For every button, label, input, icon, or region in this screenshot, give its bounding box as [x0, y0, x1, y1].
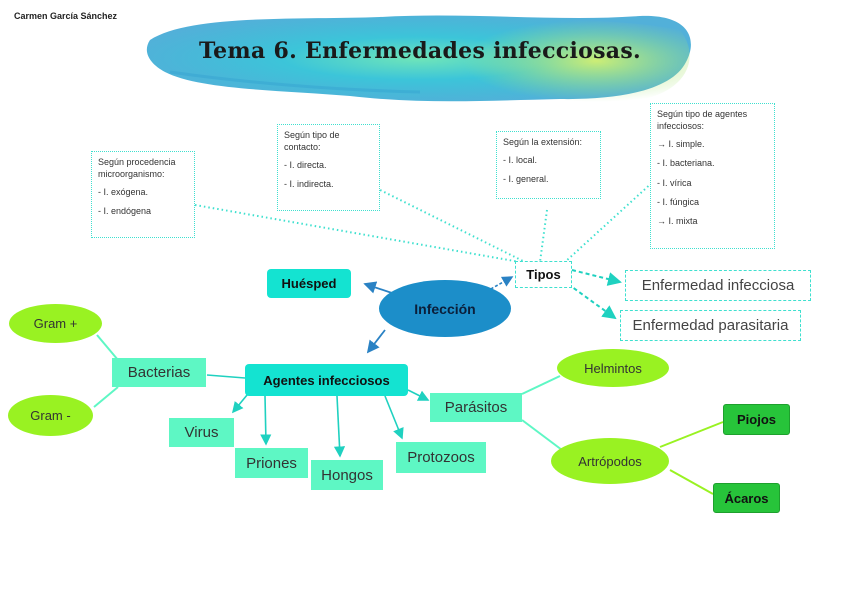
author-name: Carmen García Sánchez	[14, 11, 118, 21]
node-tipos: Tipos	[515, 261, 572, 288]
note-extension-item: - I. general.	[503, 174, 549, 185]
note-extension-item: - I. local.	[503, 155, 538, 166]
note-contacto-item: - I. indirecta.	[284, 179, 334, 190]
node-hongos: Hongos	[311, 460, 383, 490]
note-agentes-item: - I. bacteriana.	[657, 158, 715, 169]
note-agentes: Según tipo de agentes infecciosos: → I. …	[650, 103, 775, 249]
note-procedencia-item: - I. endógena	[98, 206, 152, 217]
note-agentes-item: → I. simple.	[657, 139, 705, 150]
node-helmintos: Helmintos	[557, 349, 669, 387]
note-extension: Según la extensión: - I. local. - I. gen…	[496, 131, 601, 199]
note-procedencia: Según procedencia microorganismo: - I. e…	[91, 151, 195, 238]
note-extension-title: Según la extensión:	[503, 137, 583, 147]
title-banner	[146, 15, 691, 102]
node-infeccion: Infección	[379, 280, 511, 337]
node-piojos: Piojos	[723, 404, 790, 435]
node-priones: Priones	[235, 448, 308, 478]
note-agentes-title: Según tipo de agentes infecciosos:	[657, 109, 748, 132]
node-agentes-infecciosos: Agentes infecciosos	[245, 364, 408, 396]
note-procedencia-title: Según procedencia microorganismo:	[98, 157, 176, 180]
note-agentes-item: - I. fúngica	[657, 196, 700, 207]
node-protozoos: Protozoos	[396, 442, 486, 473]
note-contacto: Según tipo de contacto: - I. directa. - …	[277, 124, 380, 211]
note-agentes-item: → I. mixta	[657, 215, 698, 226]
note-agentes-item: - I. vírica	[657, 177, 692, 188]
node-gram-positivo: Gram +	[9, 304, 102, 343]
node-bacterias: Bacterias	[112, 358, 206, 387]
node-enfermedad-parasitaria: Enfermedad parasitaria	[620, 310, 801, 341]
node-artropodos: Artrópodos	[551, 438, 669, 484]
note-contacto-item: - I. directa.	[284, 160, 327, 171]
node-acaros: Ácaros	[713, 483, 780, 513]
node-virus: Virus	[169, 418, 234, 447]
page-title: Tema 6. Enfermedades infecciosas.	[198, 38, 642, 64]
node-parasitos: Parásitos	[430, 393, 522, 422]
note-procedencia-item: - I. exógena.	[98, 187, 149, 198]
node-gram-negativo: Gram -	[8, 395, 93, 436]
node-huesped: Huésped	[267, 269, 351, 298]
note-contacto-title: Según tipo de contacto:	[284, 130, 340, 153]
node-enfermedad-infecciosa: Enfermedad infecciosa	[625, 270, 811, 301]
